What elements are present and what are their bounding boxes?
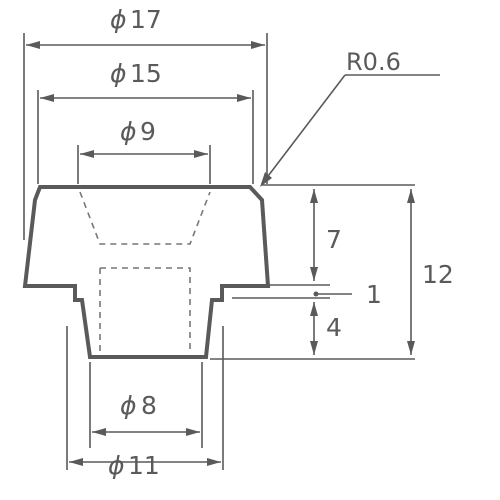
part-outline bbox=[22, 185, 271, 359]
dim-label-4: 4 bbox=[326, 313, 342, 342]
diameter-symbol: ϕ bbox=[110, 5, 127, 34]
dim-diameter-9: ϕ 9 bbox=[80, 117, 208, 158]
dim-height-7: 7 bbox=[310, 189, 342, 281]
dim-radius: R0.6 bbox=[260, 48, 440, 187]
dim-label-8: 8 bbox=[141, 391, 157, 420]
hidden-cone-line bbox=[79, 191, 211, 245]
dim-label-1: 1 bbox=[366, 280, 382, 309]
diameter-symbol: ϕ bbox=[120, 117, 137, 146]
dim-label-7: 7 bbox=[326, 225, 342, 254]
extension-lines bbox=[23, 33, 415, 470]
dim-diameter-11: ϕ 11 bbox=[69, 451, 221, 480]
hidden-bore-line bbox=[99, 267, 191, 352]
dim-height-12: 12 bbox=[407, 189, 454, 355]
dim-label-radius: R0.6 bbox=[346, 48, 401, 76]
dim-diameter-15: ϕ 15 bbox=[40, 59, 251, 102]
dim-label-15: 15 bbox=[130, 59, 162, 88]
dim-label-9: 9 bbox=[140, 117, 156, 146]
dim-diameter-8: ϕ 8 bbox=[92, 391, 200, 436]
diameter-symbol: ϕ bbox=[120, 391, 137, 420]
diameter-symbol: ϕ bbox=[110, 59, 127, 88]
dim-label-11: 11 bbox=[128, 451, 160, 480]
dim-label-17: 17 bbox=[130, 5, 162, 34]
dim-diameter-17: ϕ 17 bbox=[26, 5, 265, 49]
dim-height-4: 4 bbox=[310, 302, 342, 355]
dim-thickness-1: 1 bbox=[313, 280, 382, 309]
dim-label-12: 12 bbox=[422, 260, 454, 289]
diameter-symbol: ϕ bbox=[108, 451, 125, 480]
